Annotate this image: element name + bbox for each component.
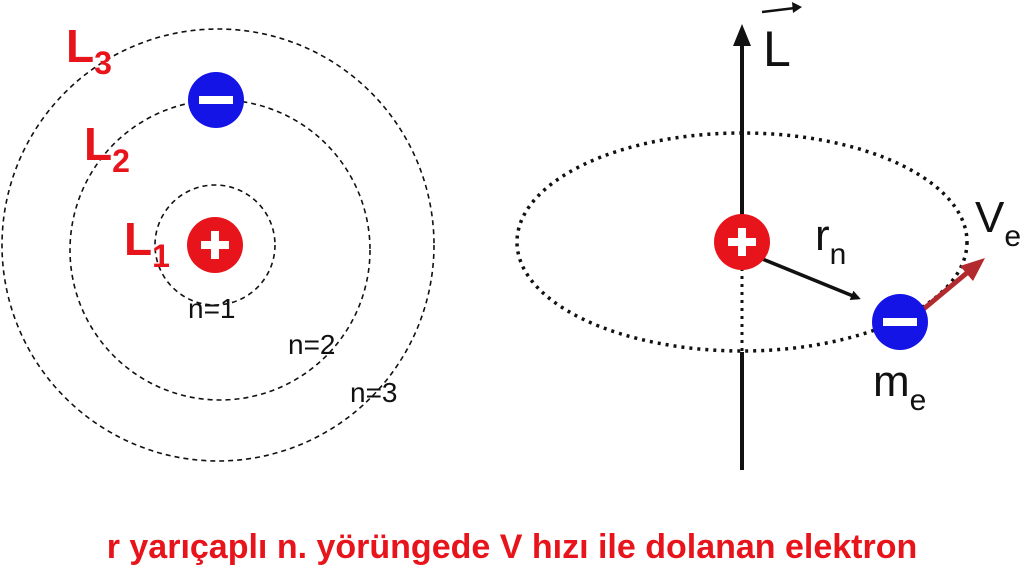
orbit-label-n3: n=3 — [350, 377, 398, 408]
velocity-label: Ve — [975, 193, 1021, 253]
shell-label-l3: L3 — [66, 20, 112, 81]
radius-label: rn — [815, 211, 846, 271]
radius-vector — [759, 256, 861, 300]
orbit-n1 — [154, 184, 276, 306]
shell-label-l2: L2 — [84, 118, 130, 179]
orbit-label-n2: n=2 — [288, 329, 336, 360]
shell-label-l1: L1 — [124, 213, 170, 274]
orbit-ellipse — [515, 131, 969, 353]
orbit-n3 — [1, 28, 435, 462]
axis-arrowhead — [733, 24, 751, 46]
mass-label: me — [873, 357, 926, 417]
electron-left — [188, 72, 244, 128]
nucleus-left — [187, 217, 243, 273]
orbit-model: L rn Ve me — [515, 2, 1021, 470]
electron-right — [872, 294, 928, 350]
velocity-vector — [918, 258, 985, 314]
orbit-label-n1: n=1 — [188, 293, 236, 324]
svg-text:L: L — [763, 21, 791, 77]
angular-momentum-label: L — [761, 2, 802, 77]
bohr-model: L1 L2 L3 n=1 n=2 n=3 — [1, 20, 435, 462]
caption: r yarıçaplı n. yörüngede V hızı ile dola… — [106, 528, 918, 566]
nucleus-right — [714, 214, 770, 270]
